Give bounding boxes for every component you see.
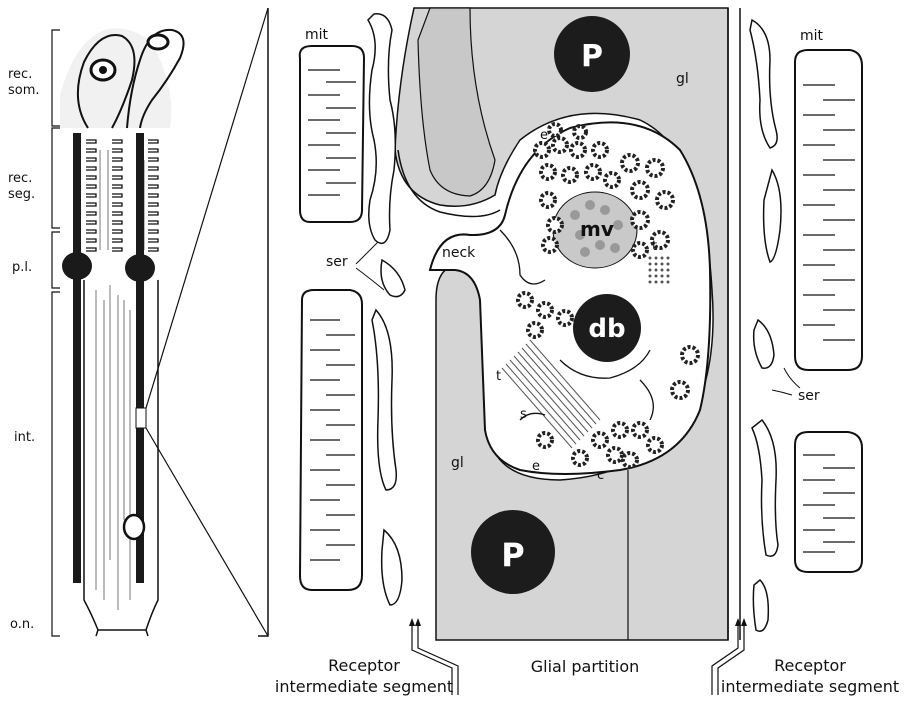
mitochondrion-left-bottom xyxy=(300,290,362,590)
smooth-er-right xyxy=(750,20,781,631)
label-s: s xyxy=(520,407,527,422)
bracket-labels: rec. som. rec. seg. p.l. int. o.n. xyxy=(8,67,40,632)
caption-left-line1: Receptor xyxy=(328,656,400,675)
mitochondrion-right-bottom xyxy=(795,432,862,572)
label-pl: p.l. xyxy=(12,260,32,275)
label-rec-seg-2: seg. xyxy=(8,187,35,202)
receptor-segment-fringe xyxy=(86,140,158,251)
caption-left-line2: intermediate segment xyxy=(275,677,453,696)
label-mv: mv xyxy=(580,217,614,241)
label-p-top: P xyxy=(581,39,603,74)
main-panel-frame xyxy=(258,8,268,636)
rod-nucleus xyxy=(124,515,144,539)
mitochondrion-right-top xyxy=(795,50,862,370)
left-schematic-panel xyxy=(60,28,184,636)
label-neck: neck xyxy=(442,245,476,261)
main-panel: mit mit ser ser neck gl gl P P mv db e e… xyxy=(258,8,862,695)
mitochondrion-left-top xyxy=(300,46,364,222)
left-brackets xyxy=(52,30,60,636)
label-e-bottom: e xyxy=(532,459,540,474)
label-t-right: t xyxy=(652,239,657,254)
soma-nucleus-right xyxy=(148,35,168,49)
label-gl-top: gl xyxy=(676,71,689,87)
label-c: c xyxy=(597,468,604,483)
label-int: int. xyxy=(14,430,35,445)
optic-nerve xyxy=(96,630,148,636)
intermediate-segment-body xyxy=(84,280,158,630)
label-ser-right: ser xyxy=(798,388,820,404)
label-ser-left: ser xyxy=(326,254,348,270)
label-on: o.n. xyxy=(10,617,34,632)
label-rec-seg-1: rec. xyxy=(8,171,32,186)
label-rec-som-1: rec. xyxy=(8,67,32,82)
label-e-top: e xyxy=(540,128,548,143)
caption-center: Glial partition xyxy=(531,657,640,676)
caption-right-line1: Receptor xyxy=(774,656,846,675)
svg-text:rec.: rec. xyxy=(8,67,32,82)
label-t-left: t xyxy=(496,369,501,384)
svg-text:som.: som. xyxy=(8,83,40,98)
label-p-bottom: P xyxy=(501,536,524,574)
label-rec-som-2: som. xyxy=(8,83,40,98)
pl-swelling-left xyxy=(62,252,92,280)
label-mit-right: mit xyxy=(800,28,824,44)
svg-text:o.n.: o.n. xyxy=(10,617,34,632)
svg-text:p.l.: p.l. xyxy=(12,260,32,275)
label-gl-bottom: gl xyxy=(451,455,464,471)
caption-right-line2: intermediate segment xyxy=(721,677,899,696)
svg-text:rec.: rec. xyxy=(8,171,32,186)
svg-text:seg.: seg. xyxy=(8,187,35,202)
svg-text:int.: int. xyxy=(14,430,35,445)
label-db: db xyxy=(588,314,625,344)
pl-swelling-right xyxy=(125,254,155,282)
label-mit-left: mit xyxy=(305,27,329,43)
section-marker xyxy=(136,408,146,428)
glial-rod-left xyxy=(73,133,81,583)
captions: Receptor intermediate segment Glial part… xyxy=(275,656,899,696)
